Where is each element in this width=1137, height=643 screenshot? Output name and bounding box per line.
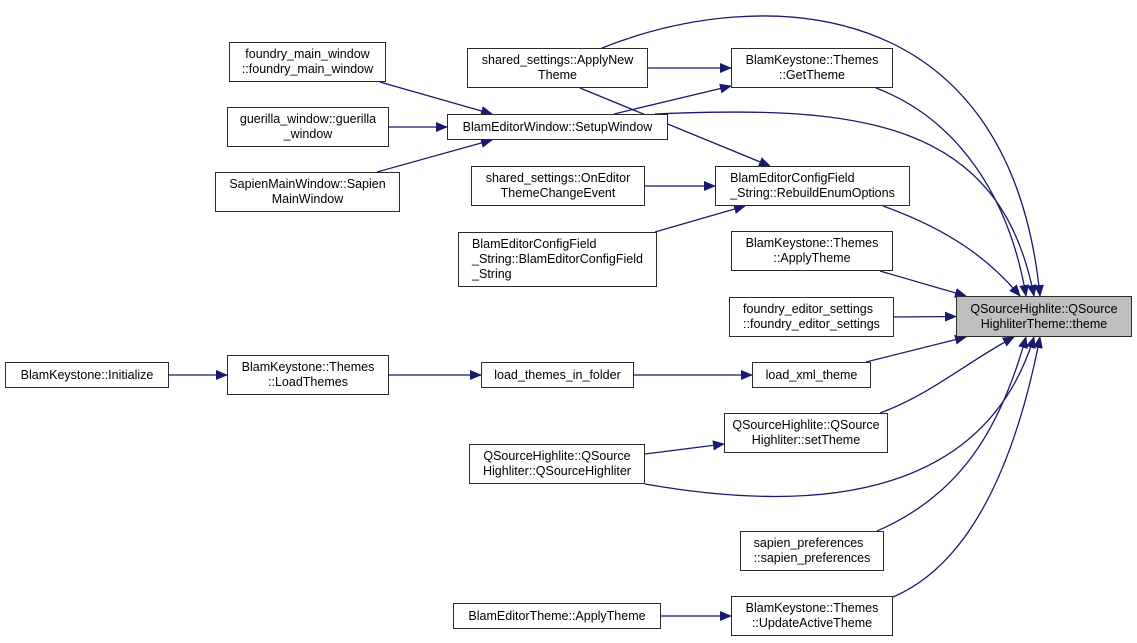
edge-setup-window-to-theme [654, 111, 1037, 297]
node-load-xml-theme[interactable]: load_xml_theme [752, 362, 871, 388]
node-set-theme[interactable]: QSourceHighlite::QSource Highliter::setT… [724, 413, 888, 453]
node-load-themes-in-folder[interactable]: load_themes_in_folder [481, 362, 634, 388]
edge-foundry-main-window-to-setup-window [379, 81, 493, 116]
edge-rebuild-enum-to-theme [882, 205, 1021, 297]
node-rebuild-enum[interactable]: BlamEditorConfigField _String::RebuildEn… [715, 166, 910, 206]
edge-apply-new-theme-to-theme [601, 15, 1044, 297]
edge-update-active-theme-to-theme [892, 336, 1043, 598]
edge-sapien-prefs-to-theme [876, 336, 1028, 532]
node-theme[interactable]: QSourceHighlite::QSource HighliterTheme:… [956, 296, 1132, 337]
node-apply-new-theme[interactable]: shared_settings::ApplyNew Theme [467, 48, 648, 88]
edge-qsh-ctor-to-theme [644, 336, 1036, 498]
node-update-active-theme[interactable]: BlamKeystone::Themes ::UpdateActiveTheme [731, 596, 893, 636]
node-get-theme[interactable]: BlamKeystone::Themes ::GetTheme [731, 48, 893, 88]
edge-config-field-ctor-to-rebuild-enum [654, 204, 746, 233]
node-guerilla-window[interactable]: guerilla_window::guerilla _window [227, 107, 389, 147]
edge-load-xml-theme-to-theme [865, 334, 967, 363]
node-foundry-main-window[interactable]: foundry_main_window ::foundry_main_windo… [229, 42, 386, 82]
node-config-field-ctor[interactable]: BlamEditorConfigField _String::BlamEdito… [458, 232, 657, 287]
edge-sapien-main-window-to-setup-window [376, 138, 493, 173]
edge-get-theme-to-theme [875, 87, 1030, 297]
edge-set-theme-to-theme [879, 336, 1015, 414]
node-sapien-main-window[interactable]: SapienMainWindow::Sapien MainWindow [215, 172, 400, 212]
node-foundry-editor-settings[interactable]: foundry_editor_settings ::foundry_editor… [729, 297, 894, 337]
node-on-editor-theme-change[interactable]: shared_settings::OnEditor ThemeChangeEve… [471, 166, 645, 206]
node-apply-theme[interactable]: BlamKeystone::Themes ::ApplyTheme [731, 231, 893, 271]
edge-foundry-editor-settings-to-theme [893, 311, 957, 322]
edge-apply-theme-to-theme [879, 270, 967, 298]
node-load-themes[interactable]: BlamKeystone::Themes ::LoadThemes [227, 355, 389, 395]
edge-apply-new-theme-to-rebuild-enum [579, 87, 771, 167]
node-initialize[interactable]: BlamKeystone::Initialize [5, 362, 169, 388]
node-sapien-prefs[interactable]: sapien_preferences ::sapien_preferences [740, 531, 884, 571]
edge-qsh-ctor-to-set-theme [644, 440, 725, 455]
node-qsh-ctor[interactable]: QSourceHighlite::QSource Highliter::QSou… [469, 444, 645, 484]
node-editor-theme-apply[interactable]: BlamEditorTheme::ApplyTheme [453, 603, 661, 629]
node-setup-window[interactable]: BlamEditorWindow::SetupWindow [447, 114, 668, 140]
